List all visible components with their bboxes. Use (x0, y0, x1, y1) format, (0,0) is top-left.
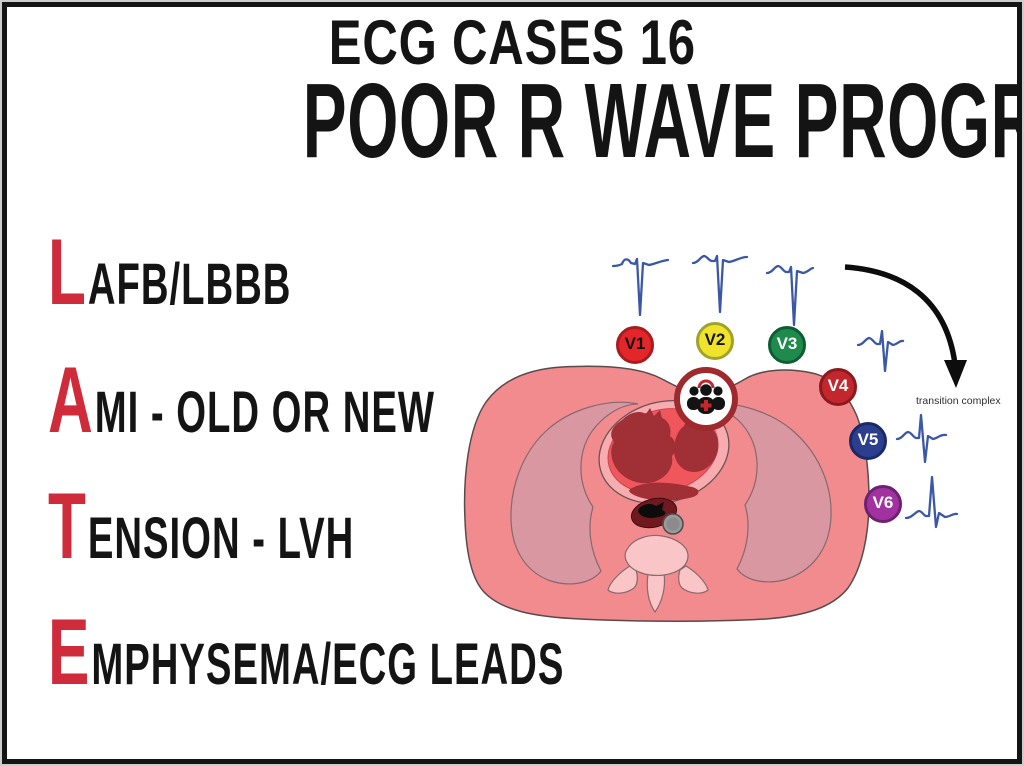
series-title: ECG CASES 16 (0, 12, 1024, 75)
waveform-v1 (611, 257, 670, 317)
left-lung-shape (510, 401, 639, 585)
mnemonic-letter: L (48, 219, 86, 324)
waveform-v3 (765, 264, 815, 327)
series-title-text: ECG CASES 16 (328, 8, 696, 78)
mnemonic-text: AFB/LBBB (87, 252, 292, 317)
lead-marker-v4: V4 (819, 368, 857, 406)
lead-marker-v5: V5 (849, 422, 887, 460)
heart-base-strip-shape (629, 482, 699, 501)
lead-label: V2 (704, 330, 726, 349)
transition-arrow (844, 264, 967, 388)
lead-marker-v3: V3 (768, 326, 806, 364)
mnemonic-text: ENSION - LVH (87, 506, 355, 571)
mnemonic-letter: T (48, 473, 86, 578)
mnemonic-letter: A (48, 347, 93, 452)
vertebra-shape (607, 534, 709, 614)
logo-person-center-icon (700, 384, 712, 396)
aorta-inner-shape (666, 517, 680, 531)
ecg-cases-logo (674, 367, 738, 431)
mnemonic-text: MI - OLD OR NEW (94, 380, 435, 445)
waveform-v5 (895, 413, 948, 464)
lead-label: V1 (624, 334, 646, 353)
esophagus-lumen-shape (638, 502, 666, 519)
page-title: POOR R WAVE PROGRESSION (0, 68, 1024, 174)
right-lung-shape (691, 401, 832, 583)
logo-person-right-icon (713, 386, 723, 396)
right-ventricle-shape (611, 408, 676, 484)
lead-label: V4 (827, 376, 849, 395)
logo-headset-icon (697, 379, 715, 389)
left-ventricle-shape (674, 418, 719, 472)
mnemonic-letter: E (48, 599, 90, 704)
logo-person-left-icon (689, 386, 699, 396)
lead-label: V3 (776, 334, 798, 353)
page-title-text: POOR R WAVE PROGRESSION (302, 62, 1024, 180)
lead-marker-v2: V2 (696, 322, 734, 360)
waveform-v2 (691, 254, 749, 314)
mnemonic-text: MPHYSEMA/ECG LEADS (91, 632, 565, 697)
lead-marker-v6: V6 (864, 485, 902, 523)
lead-label: V6 (872, 493, 894, 512)
waveform-v4 (856, 329, 905, 373)
waveform-v6 (904, 475, 959, 529)
transition-complex-label: transition complex (916, 395, 1001, 407)
lead-label: V5 (857, 430, 879, 449)
lead-marker-v1: V1 (616, 326, 654, 364)
